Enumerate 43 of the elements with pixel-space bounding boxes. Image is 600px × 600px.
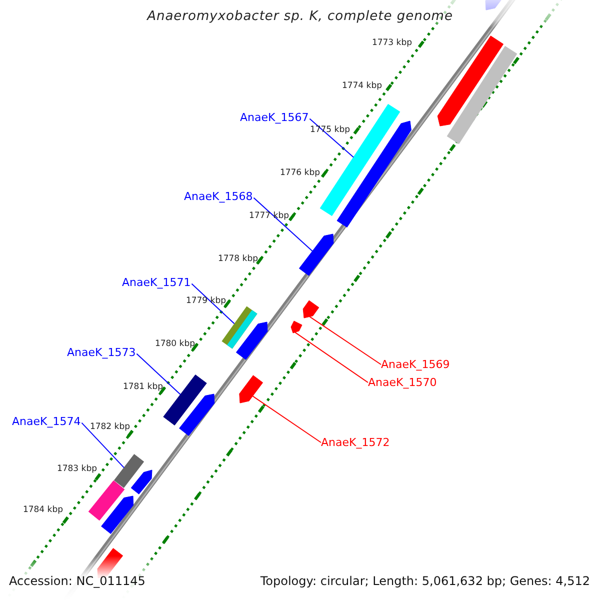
accession-text: Accession: NC_011145: [9, 574, 146, 588]
leader-line: [253, 197, 313, 252]
scale-label: 1774 kbp: [340, 81, 382, 91]
gene-feature: [130, 470, 152, 494]
gene-label: AnaeK_1567: [240, 111, 309, 124]
gene-feature: [336, 120, 412, 228]
leader-line: [309, 316, 382, 365]
scale-label: 1773 kbp: [370, 38, 412, 48]
scale-label: 1777 kbp: [248, 211, 289, 221]
gene-label: AnaeK_1571: [122, 276, 191, 289]
gene-label: AnaeK_1569: [381, 358, 450, 371]
leader-line: [81, 422, 124, 468]
gene-feature: [236, 322, 268, 360]
scale-label: 1784 kbp: [22, 505, 63, 515]
gene-feature: [437, 36, 504, 126]
gene-feature: [302, 300, 320, 318]
gene-feature: [179, 394, 215, 436]
gene-label: AnaeK_1573: [67, 346, 136, 359]
gene-feature: [101, 496, 134, 534]
gene-feature: [88, 480, 125, 521]
scale-label: 1781 kbp: [122, 382, 163, 392]
gene-label: AnaeK_1568: [184, 190, 253, 203]
leader-line: [309, 118, 354, 158]
leader-line: [294, 332, 368, 383]
gene-feature: [446, 46, 518, 144]
gene-label: AnaeK_1570: [368, 376, 437, 389]
leader-line: [252, 396, 322, 443]
scale-label: 1778 kbp: [216, 254, 258, 264]
leader-line: [191, 283, 235, 324]
scale-label: 1776 kbp: [278, 168, 320, 178]
genome-info-text: Topology: circular; Length: 5,061,632 bp; Genes: 4,512: [260, 574, 590, 588]
scale-label: 1780 kbp: [154, 339, 195, 349]
scale-label: 1779 kbp: [184, 296, 226, 306]
gene-feature: [298, 234, 334, 276]
gene-label: AnaeK_1574: [12, 415, 81, 428]
gene-feature: [239, 375, 264, 404]
gene-feature: [114, 454, 144, 488]
title: Anaeromyxobacter sp. K, complete genome: [147, 9, 453, 24]
scale-label: 1783 kbp: [56, 464, 97, 474]
gene-feature: [290, 320, 302, 334]
leader-line: [136, 353, 181, 395]
gene-label: AnaeK_1572: [321, 436, 390, 449]
gene-feature: [163, 374, 207, 426]
